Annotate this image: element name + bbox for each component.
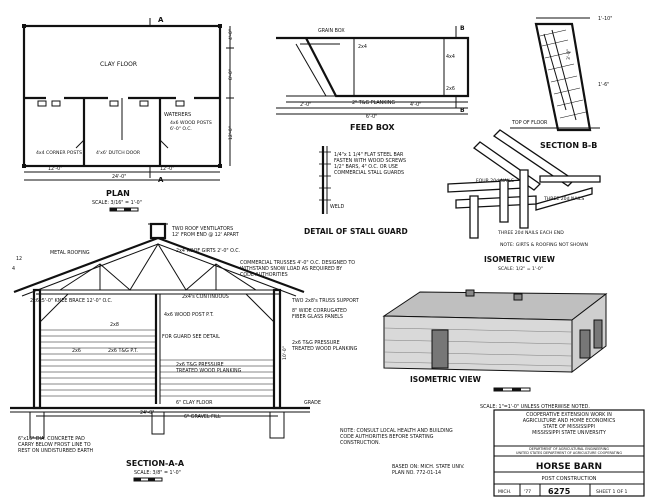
based-on-note: BASED ON: MICH. STATE UNIV.PLAN NO. 772-… [392,464,465,476]
plan-dim-side-2: 4'-0" [228,29,234,40]
feed-box-dim-b: 4'-0" [410,102,421,108]
feed-box: B B GRAIN BOX 2x4 4x4 2x6 2" T&G PLANKIN… [276,25,470,132]
aa-roof-girts: 2x4 ROOF GIRTS 2'-0" O.C. [176,248,240,254]
isometric-building: ISOMETRIC VIEW [382,289,608,392]
iso-frame-nails-right: THREE 20d NAILS [543,196,584,202]
aa-scale: SCALE: 3/8" = 1'-0" [134,470,181,476]
plan-dutch-door: 4'x6' DUTCH DOOR [96,150,141,156]
section-bb-top-floor: TOP OF FLOOR [511,120,548,126]
title-block-number: 6275 [548,487,571,496]
aa-dim-width: 24'-0" [140,410,154,416]
feed-box-planking: 2" T&G PLANKING [352,100,395,106]
aa-knee-brace: 2x6x5'-0" KNEE BRACE 12'-0" O.C. [30,298,112,304]
section-bb: 1'-10" 1'-6" 3'-0" TOP OF FLOOR SECTION … [510,16,612,150]
aa-truss-support: TWO 2x8's TRUSS SUPPORT [291,298,359,304]
plan-dim-side-1: 12'-0" [228,126,234,140]
aa-trusses: COMMERCIAL TRUSSES 4'-0" O.C. DESIGNED T… [240,260,355,278]
plan-waterers: WATERERS [164,112,191,118]
feed-box-marker-top: B [460,25,465,32]
plan-scale-bar [109,207,139,212]
aa-tg-pt: 2x6 T&G P.T. [108,348,138,354]
plan-title: PLAN [106,189,130,198]
aa-clay-floor: 6" CLAY FLOOR [176,400,213,406]
aa-scale-bar [133,477,163,482]
aa-metal-roofing: METAL ROOFING [50,250,90,256]
feed-box-dim-a: 2'-0" [300,102,311,108]
aa-2x6: 2x6 [72,348,81,354]
stall-guard-weld: WELD [330,204,344,210]
isometric-frame: FOUR 20d NAILS THREE 20d NAILS THREE 20d… [447,129,601,272]
title-block-subtitle: POST CONSTRUCTION [542,476,597,482]
title-block-project: HORSE BARN [536,462,602,472]
section-bb-dim-side: 3'-0" [566,49,572,60]
aa-dim-height: 10'-0" [282,346,288,360]
plan-view: A A CLAY FLOOR WATERERS 4x4 CORNER POSTS… [22,16,234,212]
aa-2x8: 2x8 [110,322,119,328]
stall-guard-title: DETAIL OF STALL GUARD [304,227,408,236]
plan-dim-side-3: 8'-0" [228,69,234,80]
feed-box-dim-c: 6'-0" [366,114,377,120]
iso-building-title: ISOMETRIC VIEW [410,375,482,384]
feed-box-2x6: 2x6 [446,86,455,92]
aa-grade: GRADE [304,400,321,406]
iso-frame-scale: SCALE: 1/2" = 1'-0" [498,266,543,272]
section-bb-dim-top: 1'-10" [598,16,612,22]
feed-box-title: FEED BOX [350,123,395,132]
scale-note: SCALE: 1"=1'-0" UNLESS OTHERWISE NOTED. [480,404,590,410]
feed-box-2x4: 2x4 [358,44,367,50]
section-bb-title: SECTION B-B [540,141,597,150]
title-block-sheet: SHEET 1 OF 1 [596,489,628,495]
feed-box-4x4: 4x4 [446,54,455,60]
plan-dim-12a: 12'-0" [48,166,62,172]
iso-frame-title: ISOMETRIC VIEW [484,255,556,264]
section-bb-dim-mid: 1'-6" [598,82,609,88]
feed-box-marker-bottom: B [460,107,465,114]
iso-frame-nails-left: FOUR 20d NAILS [476,178,514,184]
aa-guard-see: FOR GUARD SEE DETAIL [162,334,220,340]
feed-box-grain-box: GRAIN BOX [318,28,345,34]
plan-dim-12b: 12'-0" [160,166,174,172]
plan-outline [22,24,222,168]
aa-continuous: 2x4's CONTINUOUS [182,294,229,300]
title-block-year: '77 [524,489,531,495]
aa-gravel-fill: 6" GRAVEL FILL [184,414,221,420]
aa-slope-rise: 4 [12,266,15,272]
aa-wood-post: 4x6 WOOD POST P.T. [164,312,214,318]
iso-frame-nails-bottom: THREE 20d NAILS EACH END [497,230,564,236]
iso-building-scale-bar [493,387,531,392]
iso-frame-note: NOTE: GIRTS & ROOFING NOT SHOWN [500,242,588,248]
plan-clay-floor: CLAY FLOOR [100,61,137,68]
plan-scale: SCALE: 3/16" = 1'-0" [92,200,142,206]
title-block-location: MICH. [498,489,511,495]
plan-dim-24: 24'-0" [112,174,126,180]
plan-corner-posts: 4x4 CORNER POSTS [36,150,82,156]
aa-title: SECTION-A-A [126,459,185,468]
section-marker-top: A [158,16,164,24]
aa-slope: 12 [16,256,22,262]
